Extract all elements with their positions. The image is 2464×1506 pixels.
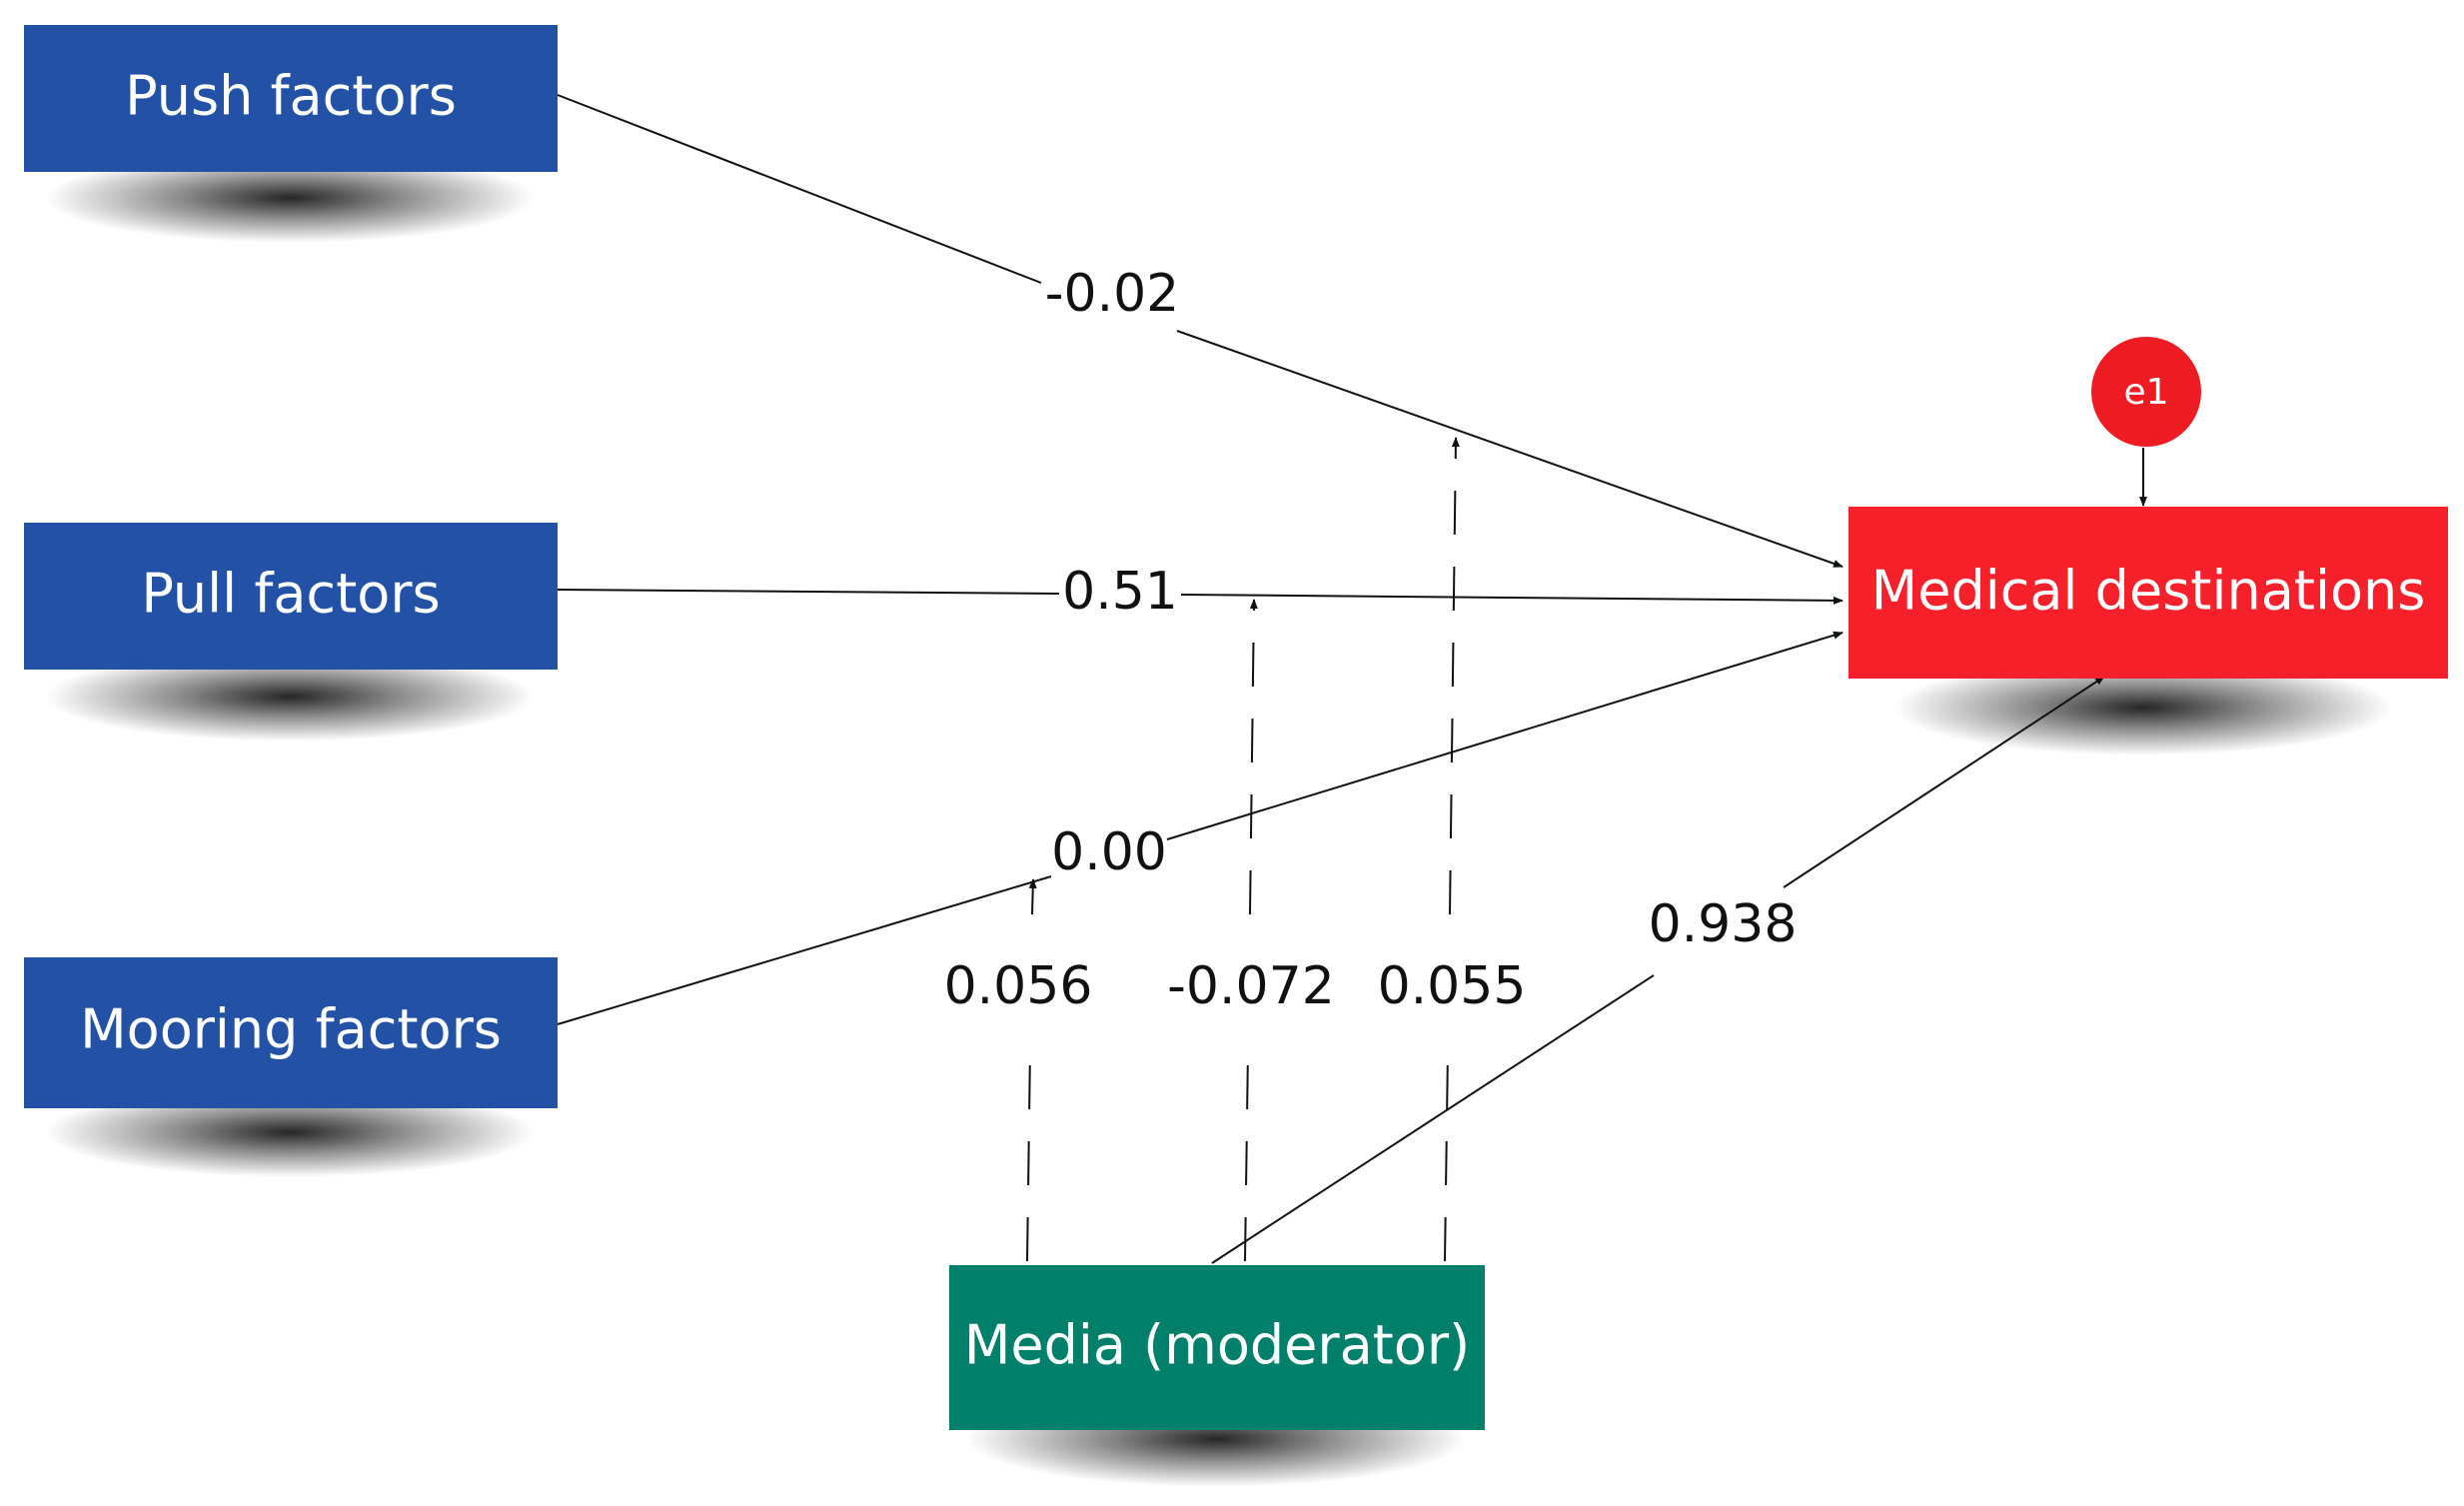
coef-moderation-push: 0.055 [1378, 956, 1527, 1016]
path-moderator-outcome [1211, 676, 2105, 1264]
media-moderator-box: Media (moderator) [949, 1265, 1485, 1430]
pull-factors-label: Pull factors [141, 563, 440, 626]
path-pull-outcome [557, 589, 1844, 605]
media-moderator-label: Media (moderator) [964, 1314, 1470, 1377]
mooring-factors-box: Mooring factors [24, 957, 558, 1108]
coef-moderation-pull: -0.072 [1167, 956, 1335, 1016]
path-push-outcome [557, 94, 1844, 568]
pull-box-shadow [45, 652, 535, 742]
mooring-factors-label: Mooring factors [80, 998, 502, 1061]
push-factors-label: Push factors [125, 65, 457, 128]
medical-destinations-label: Medical destinations [1871, 560, 2426, 623]
path-mooring-outcome [557, 631, 1844, 1025]
coef-moderator-outcome: 0.938 [1649, 894, 1798, 954]
moderation-on-push [1444, 437, 1460, 1262]
error-term-label: e1 [2123, 372, 2168, 413]
moderation-on-mooring [1026, 878, 1037, 1262]
moderation-on-pull [1244, 599, 1258, 1262]
coef-moderation-mooring: 0.056 [944, 956, 1093, 1016]
coef-mooring-outcome: 0.00 [1051, 822, 1167, 882]
coef-pull-outcome: 0.51 [1062, 562, 1178, 622]
mooring-box-shadow [45, 1087, 535, 1177]
medical-destinations-box: Medical destinations [1848, 507, 2448, 679]
push-factors-box: Push factors [24, 25, 558, 172]
push-box-shadow [45, 153, 535, 243]
coef-push-outcome: -0.02 [1045, 264, 1180, 324]
error-term-e1: e1 [2091, 337, 2201, 447]
outcome-box-shadow [1893, 660, 2393, 755]
pull-factors-box: Pull factors [24, 523, 558, 670]
